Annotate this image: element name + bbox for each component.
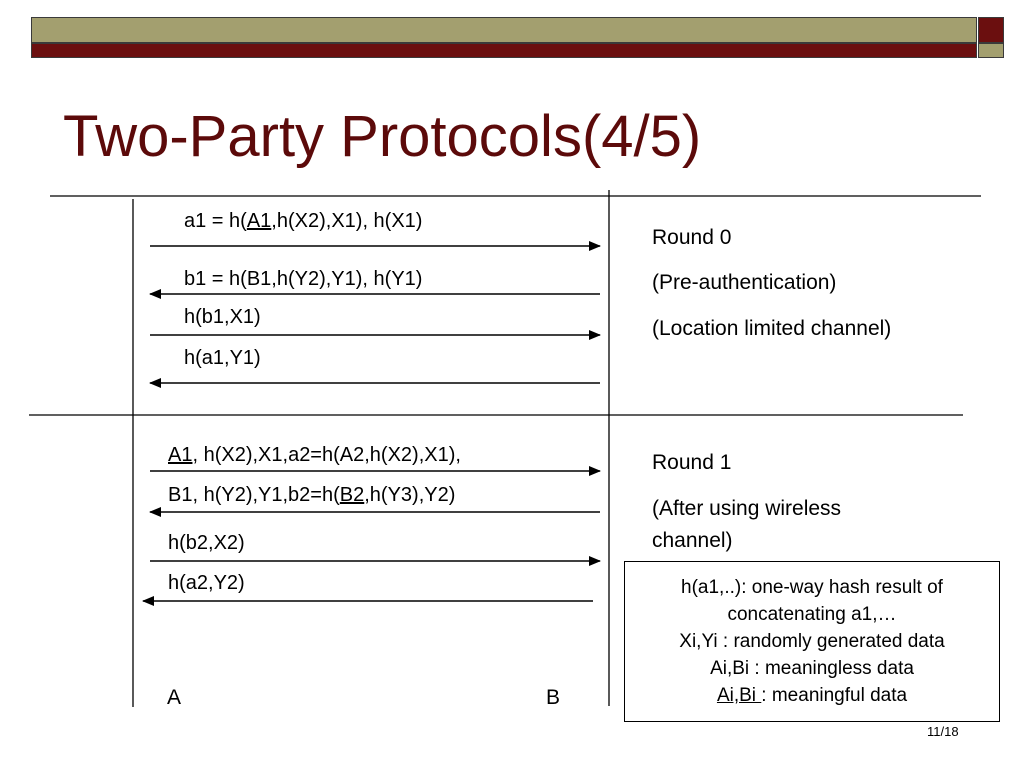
- message-r1-4: h(a2,Y2): [168, 572, 245, 594]
- header-square-olive: [978, 43, 1004, 58]
- message-r0-4: h(a1,Y1): [184, 347, 261, 369]
- message-r0-3: h(b1,X1): [184, 306, 261, 328]
- legend-line-4: Ai,Bi : meaningless data: [710, 658, 914, 679]
- legend-box: h(a1,..): one-way hash result of concate…: [624, 561, 1000, 722]
- party-b-label: B: [546, 686, 561, 709]
- message-r1-2: B1, h(Y2),Y1,b2=h(B2,h(Y3),Y2): [168, 484, 456, 506]
- legend-line-1: h(a1,..): one-way hash result of: [681, 577, 943, 598]
- header-square-maroon: [978, 17, 1004, 43]
- legend-line-3: Xi,Yi : randomly generated data: [679, 631, 945, 652]
- header-bar-olive: [31, 17, 977, 43]
- round0-note-1: (Pre-authentication): [652, 271, 837, 294]
- slide-title: Two-Party Protocols(4/5): [63, 104, 702, 169]
- legend-line-5: Ai,Bi : meaningful data: [716, 685, 908, 706]
- round0-heading: Round 0: [652, 226, 732, 249]
- round1-heading: Round 1: [652, 451, 732, 474]
- round1-note-1: (After using wireless: [652, 497, 842, 520]
- round0-note-2: (Location limited channel): [652, 317, 892, 340]
- message-r1-1: A1, h(X2),X1,a2=h(A2,h(X2),X1),: [168, 444, 461, 466]
- message-r0-1: a1 = h(A1,h(X2),X1), h(X1): [184, 210, 423, 232]
- party-a-label: A: [167, 686, 182, 709]
- message-r0-2: b1 = h(B1,h(Y2),Y1), h(Y1): [184, 268, 423, 290]
- round1-note-2: channel): [652, 529, 733, 552]
- legend-line-2: concatenating a1,…: [727, 604, 897, 625]
- message-r1-3: h(b2,X2): [168, 532, 245, 554]
- page-number: 11/18: [927, 724, 959, 739]
- header-bar-maroon: [31, 43, 977, 58]
